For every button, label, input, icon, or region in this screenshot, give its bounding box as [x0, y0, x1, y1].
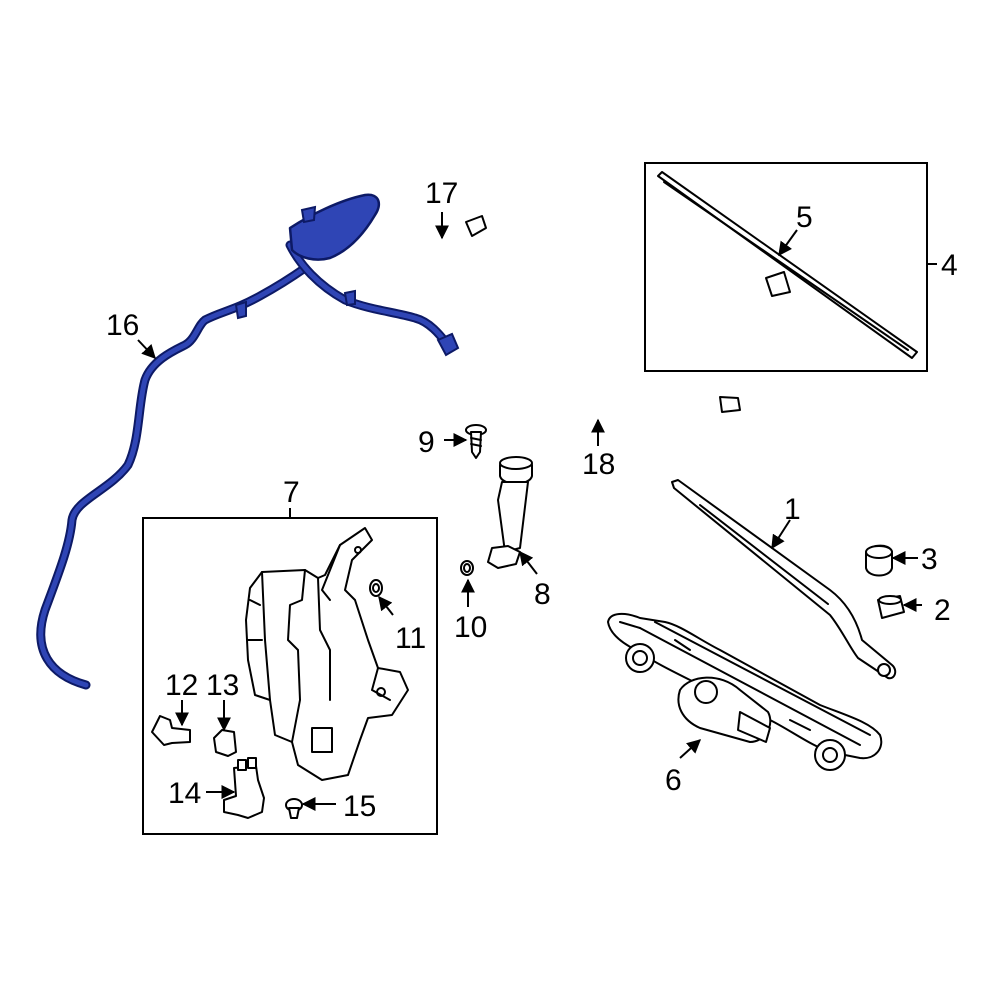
nut-2[interactable] [877, 595, 905, 619]
wiper-motor-linkage-6[interactable] [607, 612, 883, 771]
callout-12: 12 [165, 669, 198, 702]
callout-3: 3 [921, 543, 938, 576]
callout-2: 2 [934, 594, 951, 627]
leader-lines [137, 212, 922, 811]
washer-hose-17[interactable] [408, 215, 487, 296]
filler-neck-8[interactable] [487, 456, 533, 569]
wiper-blade-5[interactable] [657, 171, 918, 359]
seal-13[interactable] [213, 729, 237, 757]
wiper-arm-1[interactable] [671, 479, 897, 680]
callout-10: 10 [454, 611, 487, 644]
callout-5: 5 [796, 201, 813, 234]
callout-7: 7 [283, 476, 300, 509]
callout-18: 18 [582, 448, 615, 481]
washer-hose-18[interactable] [473, 363, 741, 435]
washer-hose-16[interactable] [36, 193, 460, 690]
callout-labels: 1 2 3 4 5 6 7 8 9 10 11 12 13 14 15 16 1… [106, 177, 958, 823]
arm-cap-3[interactable] [865, 544, 893, 577]
callout-16: 16 [106, 309, 139, 342]
callout-1: 1 [784, 493, 801, 526]
screw-9[interactable] [465, 424, 487, 459]
grommet-11[interactable] [369, 579, 383, 597]
clip-15[interactable] [285, 798, 303, 819]
blade-kit-box [644, 162, 928, 372]
callout-13: 13 [206, 669, 239, 702]
callout-17: 17 [425, 177, 458, 210]
level-sensor-12[interactable] [151, 715, 191, 746]
callout-6: 6 [665, 764, 682, 797]
callout-14: 14 [168, 777, 201, 810]
washer-reservoir-7[interactable] [245, 527, 409, 781]
washer-pump-14[interactable] [223, 757, 265, 819]
callout-11: 11 [395, 622, 426, 655]
callout-15: 15 [343, 790, 376, 823]
callout-8: 8 [534, 578, 551, 611]
callout-9: 9 [418, 426, 435, 459]
o-ring-10[interactable] [460, 560, 474, 576]
callout-4: 4 [941, 249, 958, 282]
